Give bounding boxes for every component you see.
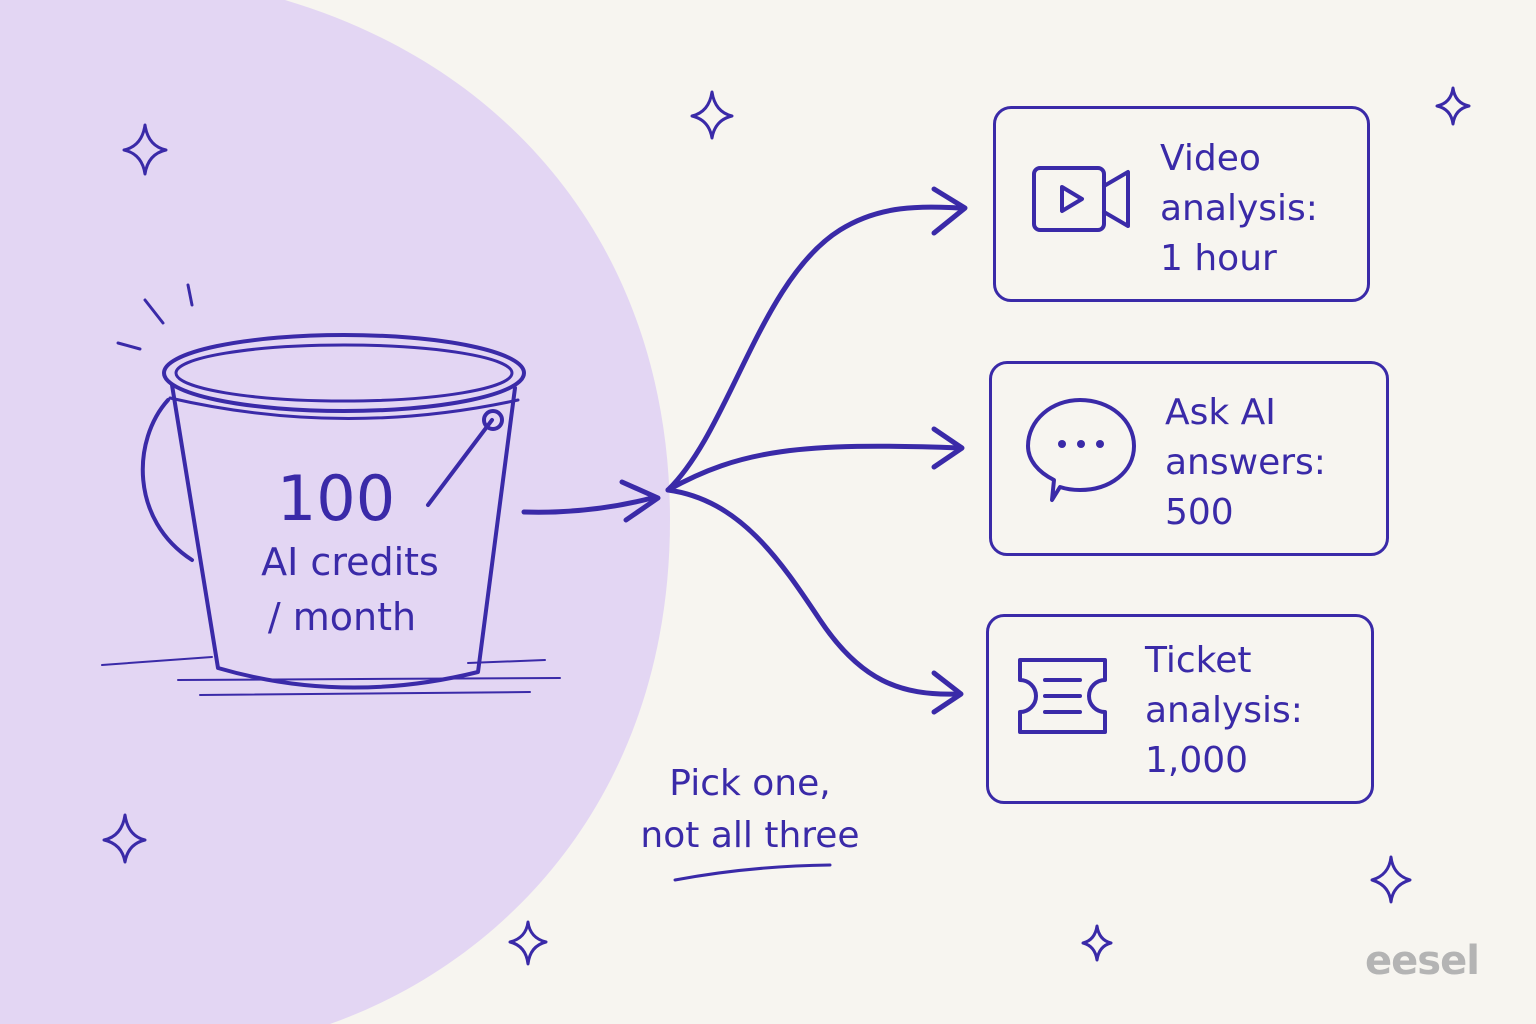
bucket-amount: 100 — [277, 462, 395, 535]
flow-arrows — [521, 186, 968, 715]
sparkle-icon — [1435, 86, 1471, 126]
caption: Pick one, not all three — [600, 758, 900, 862]
option-subtitle: answers: — [1165, 442, 1326, 483]
caption-underline — [673, 863, 832, 882]
motion-lines — [116, 283, 194, 351]
bucket-rim-inner — [174, 343, 514, 403]
sparkle-icon — [1081, 924, 1113, 962]
arrow-to-ticket — [665, 487, 961, 697]
bucket-illustration: 100 AI credits / month — [101, 283, 561, 696]
option-subtitle: analysis: — [1160, 188, 1318, 229]
arrowhead-ticket — [931, 670, 964, 715]
handle-rivet — [482, 409, 504, 431]
main-arrowhead — [619, 479, 661, 523]
bucket-band — [168, 396, 520, 420]
option-text-ticket: Ticket analysis: 1,000 — [1145, 636, 1303, 786]
sparkle-icon — [690, 90, 734, 140]
option-value: 1,000 — [1145, 740, 1249, 781]
sparkle-icon — [122, 123, 168, 176]
bucket-rim-outer — [162, 333, 526, 413]
option-value: 1 hour — [1160, 238, 1277, 279]
main-arrow — [521, 495, 655, 515]
background-blob — [0, 0, 670, 1024]
option-value: 500 — [1165, 492, 1234, 533]
arrowhead-ask-ai — [931, 426, 965, 470]
option-text-video: Video analysis: 1 hour — [1160, 134, 1318, 284]
option-title: Ask AI — [1165, 392, 1276, 433]
bucket-handle-right — [426, 418, 494, 507]
option-card-video — [993, 106, 1370, 302]
sparkle-icon — [1370, 855, 1412, 904]
option-text-ask-ai: Ask AI answers: 500 — [1165, 388, 1326, 538]
video-camera-icon — [1032, 166, 1130, 232]
arrow-to-video — [665, 204, 965, 493]
bucket-label-line2: / month — [268, 595, 416, 639]
caption-line1: Pick one, — [669, 763, 831, 804]
sparkle-icon — [102, 813, 147, 864]
arrowhead-video — [931, 186, 968, 236]
eesel-logo: eesel — [1365, 938, 1480, 984]
bucket-body — [170, 383, 517, 690]
arrow-to-ask-ai — [665, 443, 963, 493]
option-title: Video — [1160, 138, 1261, 179]
option-title: Ticket — [1145, 640, 1252, 681]
option-card-ticket — [986, 614, 1374, 804]
bucket-handle — [140, 398, 194, 562]
sparkle-icons — [102, 86, 1471, 966]
caption-line2: not all three — [640, 815, 860, 856]
option-card-ask-ai — [989, 361, 1389, 556]
ticket-icon — [1018, 658, 1107, 734]
chat-bubble-icon — [1026, 398, 1136, 502]
option-subtitle: analysis: — [1145, 690, 1303, 731]
sparkle-icon — [508, 920, 548, 966]
bucket-label-line1: AI credits — [261, 540, 439, 584]
